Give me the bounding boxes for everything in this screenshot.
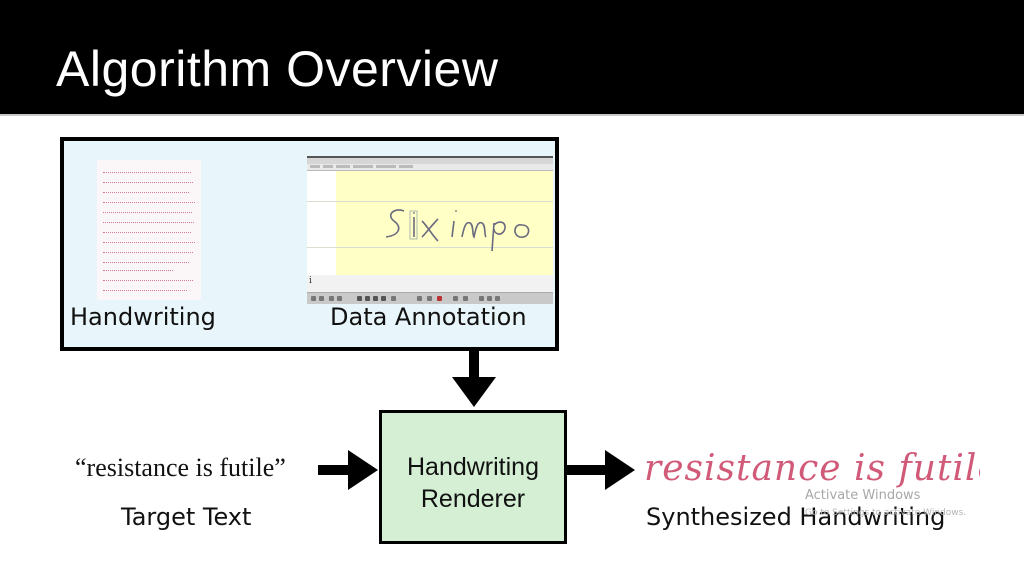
ruled-line — [307, 201, 553, 202]
slide-title-bar: Algorithm Overview — [0, 0, 1024, 116]
toolbar-button — [373, 296, 378, 301]
renderer-label-line2: Renderer — [420, 485, 526, 513]
handwriting-line — [103, 288, 187, 291]
slide-title: Algorithm Overview — [56, 41, 499, 97]
toolbar-button — [463, 296, 468, 301]
toolbar-button — [479, 296, 484, 301]
renderer-label: Handwriting Renderer — [382, 451, 564, 515]
annotation-writing-area — [336, 171, 553, 275]
target-text-quote: “resistance is futile” — [75, 453, 286, 482]
annotation-canvas — [307, 171, 553, 275]
handwriting-renderer-box: Handwriting Renderer — [379, 410, 567, 544]
handwriting-line — [103, 278, 193, 281]
menu-item — [399, 165, 413, 168]
data-annotation-label: Data Annotation — [330, 303, 527, 331]
menu-item — [376, 165, 396, 168]
toolbar-button — [437, 296, 442, 301]
toolbar-button — [365, 296, 370, 301]
toolbar-button — [487, 296, 492, 301]
handwriting-line — [103, 180, 193, 183]
handwriting-line — [103, 250, 193, 253]
arrow-down-icon — [452, 347, 496, 407]
arrow-right-icon — [318, 450, 378, 490]
synthesized-handwriting-text: resistance is futile — [644, 448, 980, 489]
ruled-line — [307, 247, 553, 248]
handwriting-line — [103, 170, 191, 173]
annotation-menubar — [307, 164, 553, 171]
menu-item — [323, 165, 333, 168]
toolbar-button — [329, 296, 334, 301]
target-text-label: Target Text — [121, 503, 252, 531]
handwriting-label: Handwriting — [70, 303, 216, 331]
activate-windows-subtext: Go to Settings to activate Windows. — [805, 508, 967, 518]
info-icon: i — [309, 276, 312, 286]
renderer-label-line1: Handwriting — [406, 453, 539, 481]
annotation-ink-sample — [385, 209, 530, 252]
annotation-window-titlebar — [307, 158, 553, 164]
toolbar-button — [391, 296, 396, 301]
menu-item — [353, 165, 373, 168]
toolbar-button — [453, 296, 458, 301]
handwriting-line — [103, 230, 191, 233]
handwriting-line — [103, 260, 189, 263]
annotation-tool-screenshot: i — [307, 156, 553, 304]
toolbar-button — [319, 296, 324, 301]
handwriting-line — [103, 190, 189, 193]
annotation-toolbar — [307, 292, 553, 304]
synthesized-handwriting-label: Synthesized Handwriting — [646, 503, 946, 531]
handwriting-sample-image — [97, 160, 201, 300]
handwriting-line — [103, 240, 195, 243]
arrow-right-icon — [567, 450, 635, 490]
toolbar-button — [337, 296, 342, 301]
handwriting-line — [103, 220, 194, 223]
menu-item — [310, 165, 320, 168]
menu-item — [336, 165, 350, 168]
toolbar-button — [357, 296, 362, 301]
synthesized-handwriting-image: resistance is futile — [644, 448, 980, 489]
toolbar-button — [311, 296, 316, 301]
activate-windows-watermark: Activate Windows — [805, 488, 921, 503]
handwriting-line — [103, 210, 192, 213]
toolbar-button — [381, 296, 386, 301]
toolbar-button — [427, 296, 432, 301]
handwriting-line — [103, 200, 195, 203]
toolbar-button — [495, 296, 500, 301]
handwriting-line — [103, 268, 173, 271]
toolbar-button — [417, 296, 422, 301]
